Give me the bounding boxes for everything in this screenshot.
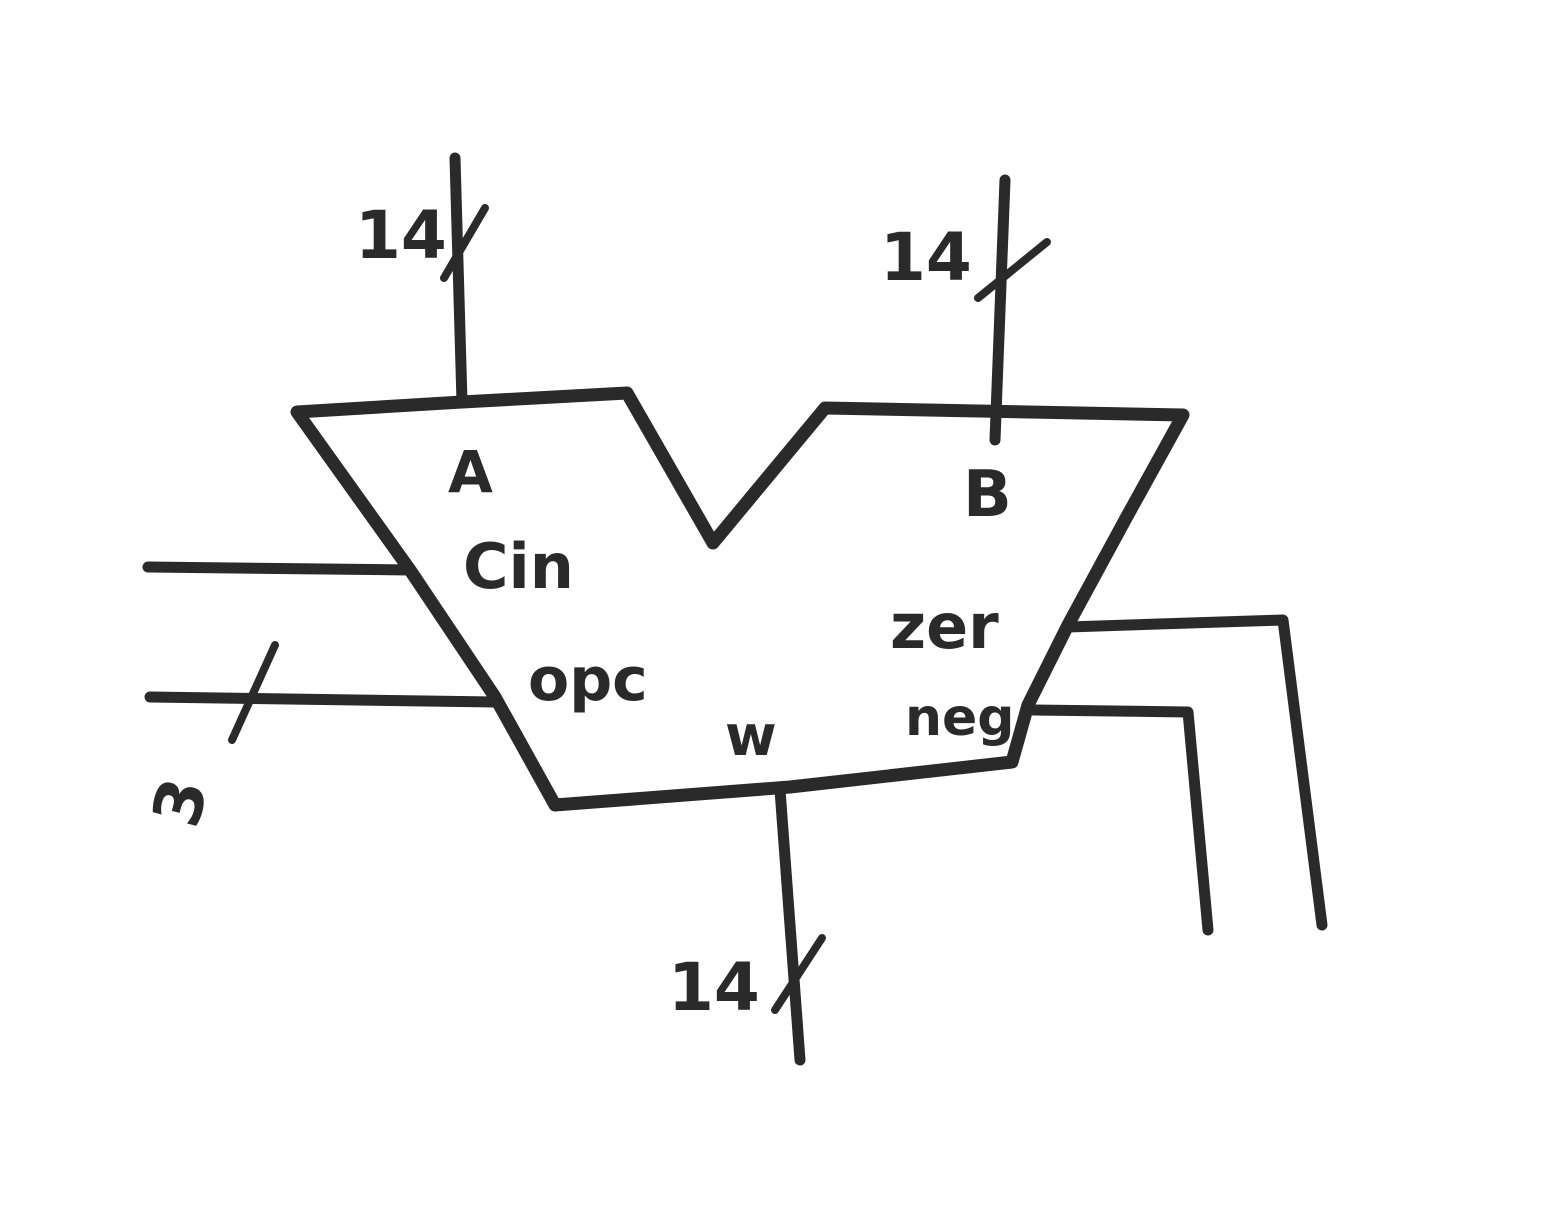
zer-output-line <box>1062 614 1328 931</box>
bus-a-width-label: 14 <box>355 197 447 274</box>
zero-flag-label: zer <box>890 590 999 663</box>
bus-a-line <box>449 152 468 408</box>
output-w-label: w <box>725 704 777 769</box>
opc-input-line <box>144 691 501 708</box>
neg-output-line <box>1027 704 1214 936</box>
opc-width-label: 3 <box>137 770 223 834</box>
cin-input-line <box>142 561 416 576</box>
opcode-label: opc <box>528 645 648 715</box>
bus-b-line <box>989 174 1011 446</box>
bus-w-width-slash <box>771 934 826 1014</box>
port-b-label: B <box>963 458 1012 532</box>
opc-width-slash <box>228 641 279 744</box>
bus-w-line <box>774 784 806 1066</box>
bus-w-width-label: 14 <box>668 949 760 1026</box>
carry-in-label: Cin <box>463 530 574 603</box>
bus-a-width-slash <box>440 204 489 282</box>
port-a-label: A <box>448 438 493 506</box>
negative-flag-label: neg <box>905 688 1015 748</box>
bus-b-width-slash <box>974 238 1051 302</box>
bus-b-width-label: 14 <box>880 219 972 296</box>
